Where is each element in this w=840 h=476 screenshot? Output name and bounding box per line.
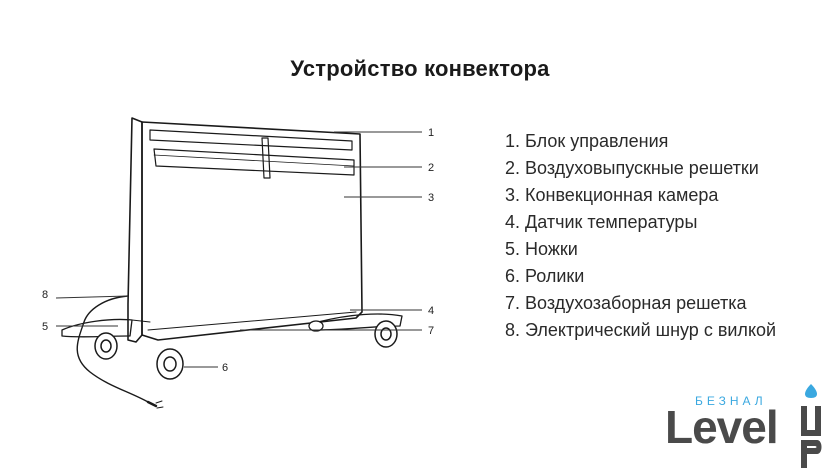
parts-legend: 1. Блок управления 2. Воздуховыпускные р…	[505, 128, 776, 344]
legend-item-5: 5. Ножки	[505, 239, 578, 259]
legend-item-8: 8. Электрический шнур с вилкой	[505, 320, 777, 340]
outlet-grille	[153, 148, 355, 176]
callout-8: 8	[42, 289, 48, 301]
brand-logo: БЕЗНАЛ Level	[665, 380, 835, 472]
logo-small-text: БЕЗНАЛ	[695, 394, 767, 408]
legend-item-6: 6. Ролики	[505, 266, 585, 286]
logo-main-text: Level	[665, 401, 779, 453]
convector-body	[141, 121, 363, 341]
legend-item-1: 1. Блок управления	[505, 131, 669, 151]
left-foot	[61, 318, 133, 338]
wheel-front-center	[156, 348, 184, 380]
legend-item-7: 7. Воздухозаборная решетка	[505, 293, 747, 313]
wheel-front-left	[94, 332, 118, 360]
diagram-title: Устройство конвектора	[290, 56, 550, 81]
callout-7: 7	[428, 325, 434, 337]
right-foot	[317, 313, 403, 331]
callout-2: 2	[428, 162, 434, 174]
callout-1: 1	[428, 127, 434, 139]
logo-up-mark	[801, 384, 822, 468]
callout-5: 5	[42, 321, 48, 333]
callout-4: 4	[428, 305, 434, 317]
convector-side-panel	[127, 117, 143, 343]
grille-clip	[261, 137, 271, 179]
wheel-back-right	[374, 320, 398, 348]
callout-6: 6	[222, 362, 228, 374]
callout-3: 3	[428, 192, 434, 204]
legend-item-2: 2. Воздуховыпускные решетки	[505, 158, 759, 178]
control-block	[149, 129, 353, 151]
wheel-back-mid	[308, 320, 324, 332]
legend-item-4: 4. Датчик температуры	[505, 212, 698, 232]
power-cord	[76, 295, 149, 403]
legend-item-3: 3. Конвекционная камера	[505, 185, 719, 205]
